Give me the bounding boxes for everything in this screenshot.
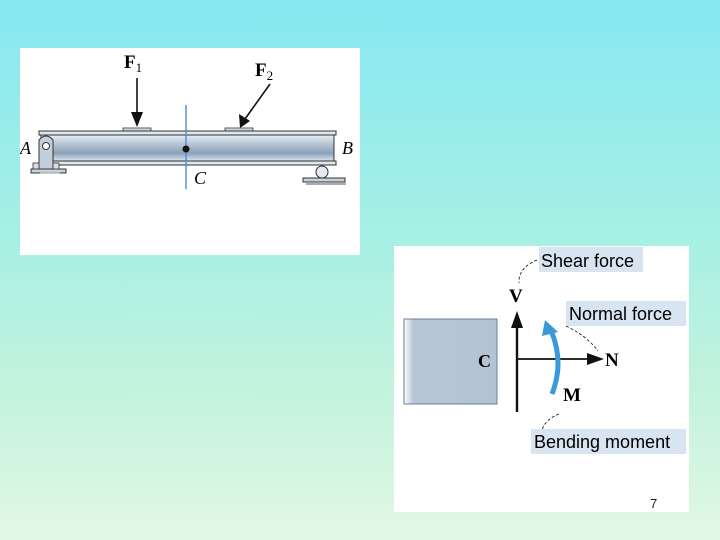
moment-leader-line [541,413,560,432]
shear-leader-line [518,259,538,284]
bending-moment-arrow [542,320,561,395]
shear-callout-box [539,247,643,272]
beam-segment-block [403,318,498,405]
beam-diagram-panel: F1 F2 A B C [20,48,360,255]
shear-callout-text: Shear force [541,251,634,271]
force-1-arrow [131,78,143,127]
load-pad-1 [122,127,152,132]
roller-support-b [302,165,346,185]
moment-symbol: M [563,385,581,406]
pin-support-a [30,135,67,174]
force-1-label: F1 [124,52,142,75]
beam-diagram: F1 F2 A B C [20,52,353,189]
normal-force-arrow [517,353,604,365]
normal-leader-line [565,325,599,352]
page-number: 7 [650,496,657,511]
section-diagram-panel: C V N M Shear force Normal force Bending… [394,246,689,512]
normal-callout-text: Normal force [569,304,672,324]
section-c-label: C [478,351,491,371]
support-a-label: A [20,138,32,158]
normal-symbol: N [605,350,619,371]
support-b-label: B [342,138,353,158]
force-2-label: F2 [255,60,273,83]
moment-callout-text: Bending moment [534,432,670,452]
shear-symbol: V [509,286,523,307]
shear-force-arrow [511,311,523,412]
section-diagram: C V N M Shear force Normal force Bending… [403,247,686,511]
load-pad-2 [224,127,254,132]
section-c-label: C [194,168,207,188]
section-point [182,145,190,153]
moment-callout-box [531,429,686,454]
normal-callout-box [566,301,686,326]
force-2-arrow [239,83,271,128]
